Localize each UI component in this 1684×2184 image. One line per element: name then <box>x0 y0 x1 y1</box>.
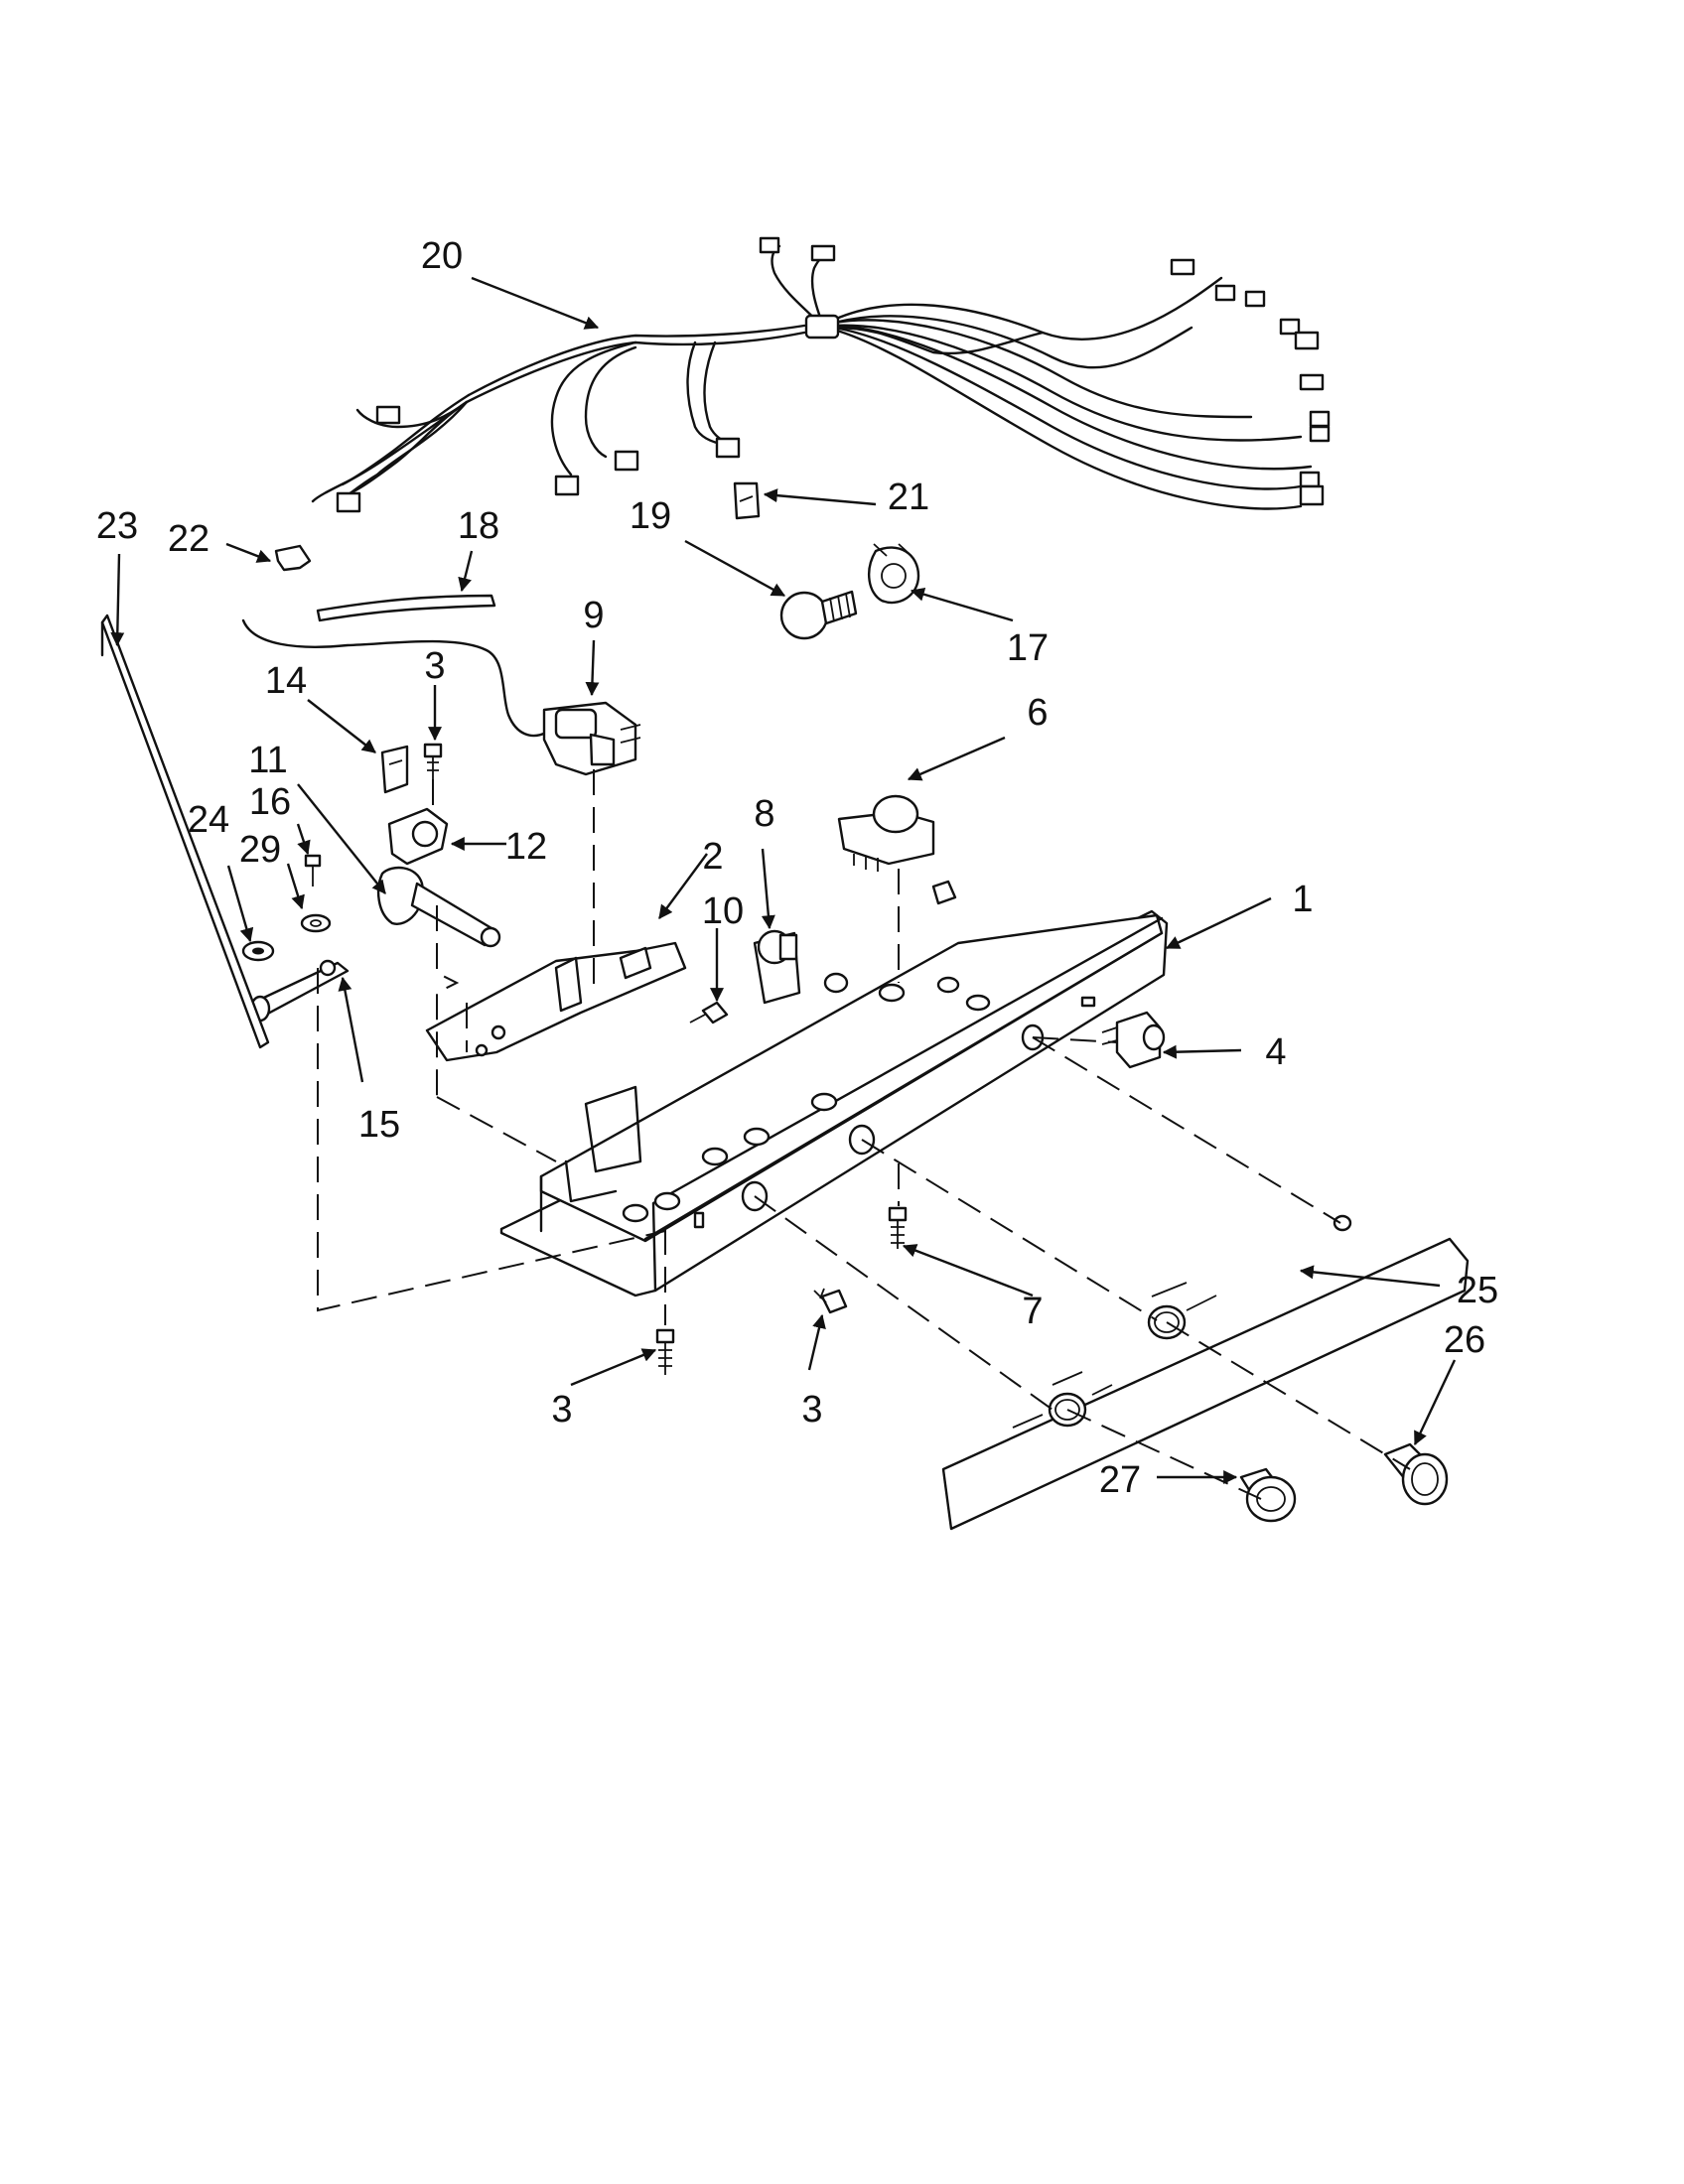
callout-1: 1 <box>1292 879 1313 920</box>
screw-3-left <box>655 1328 675 1375</box>
callout-15: 15 <box>358 1104 400 1146</box>
damper-rod <box>100 614 270 1049</box>
grommet <box>757 929 798 965</box>
assembly-lines <box>317 769 1411 1500</box>
callout-26: 26 <box>1444 1319 1485 1361</box>
washer-29 <box>300 913 332 933</box>
screw <box>423 743 443 779</box>
callout-4: 4 <box>1265 1031 1286 1073</box>
callout-19: 19 <box>630 495 671 537</box>
knob-26 <box>1383 1442 1449 1506</box>
callout-3-top: 3 <box>424 645 445 687</box>
callout-21: 21 <box>888 477 929 518</box>
tube <box>316 594 496 622</box>
wire-clip <box>733 481 761 520</box>
callout-7: 7 <box>1022 1291 1043 1332</box>
washer-24 <box>241 940 275 962</box>
control-housing <box>499 880 1169 1297</box>
control-bracket <box>425 931 801 1062</box>
callout-11: 11 <box>248 740 287 781</box>
callout-24: 24 <box>188 799 229 841</box>
callout-18: 18 <box>458 505 499 547</box>
callout-3-left: 3 <box>551 1389 572 1431</box>
light-switch <box>1101 1011 1166 1069</box>
mounting-clip <box>380 745 409 794</box>
callout-17: 17 <box>1007 627 1049 669</box>
bracket-screw <box>689 1001 729 1024</box>
cold-control <box>542 701 641 776</box>
callout-25: 25 <box>1457 1270 1498 1311</box>
screw-3-center <box>813 1288 848 1314</box>
callout-3-center: 3 <box>801 1389 822 1431</box>
callout-23: 23 <box>96 505 138 547</box>
callout-6: 6 <box>1027 692 1048 734</box>
screw-7 <box>888 1206 908 1249</box>
light-socket <box>867 543 920 605</box>
control-shaft <box>376 866 501 948</box>
harness-clip <box>274 544 312 572</box>
shaft-bracket <box>387 807 449 866</box>
callout-12: 12 <box>505 826 547 868</box>
small-screw <box>304 854 322 887</box>
callout-2: 2 <box>702 836 723 878</box>
sensor-lead <box>241 618 548 738</box>
callout-29: 29 <box>239 829 281 871</box>
callout-8: 8 <box>754 793 774 835</box>
callout-27: 27 <box>1099 1459 1141 1501</box>
knob-27 <box>1239 1467 1297 1523</box>
callout-14: 14 <box>265 660 307 702</box>
damper-lever <box>249 959 350 1023</box>
light-bulb <box>779 590 858 640</box>
wire-harness <box>311 236 1331 513</box>
callout-10: 10 <box>702 890 744 932</box>
callout-20: 20 <box>421 235 463 277</box>
callout-labels: 20 21 19 17 22 18 23 9 14 3 6 11 12 16 2… <box>96 235 1498 1501</box>
leader-arrows <box>110 276 1457 1484</box>
callout-16: 16 <box>249 781 291 823</box>
control-panel <box>941 1214 1470 1531</box>
callout-22: 22 <box>168 518 210 560</box>
callout-9: 9 <box>583 595 604 636</box>
defrost-timer <box>837 794 935 872</box>
